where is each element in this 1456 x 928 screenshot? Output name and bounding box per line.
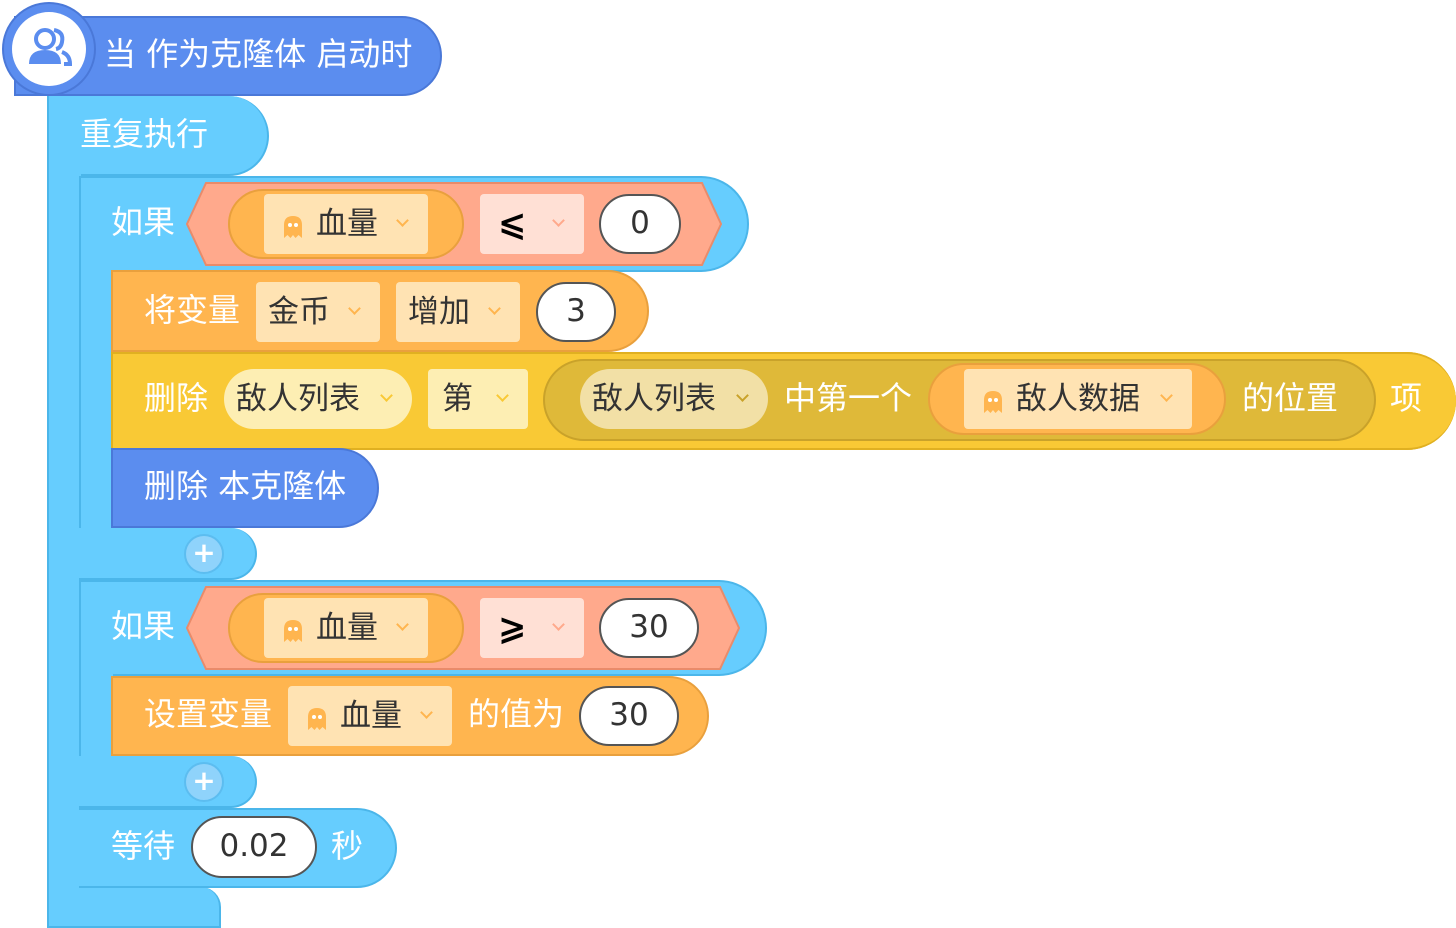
position-text-label: 的位置 xyxy=(1242,379,1339,417)
if-foot-1 xyxy=(79,528,257,580)
chevron-down-icon xyxy=(1160,389,1173,402)
delete-clone-block[interactable] xyxy=(111,448,379,528)
chevron-down-icon xyxy=(396,618,409,631)
inner-text-label: 中第一个 xyxy=(784,379,913,417)
if-foot-2 xyxy=(79,756,257,808)
if-label-1: 如果 xyxy=(111,203,176,241)
ghost-icon xyxy=(308,708,326,730)
set-variable-mid-label: 的值为 xyxy=(468,695,565,733)
loop-top[interactable] xyxy=(47,96,269,176)
item-suffix-label: 项 xyxy=(1390,379,1423,417)
loop-label: 重复执行 xyxy=(80,115,209,153)
chevron-down-icon xyxy=(348,302,361,315)
user-group-icon xyxy=(12,12,86,86)
if-label-2: 如果 xyxy=(111,607,176,645)
add-block-button-2[interactable]: + xyxy=(184,762,224,802)
list-select[interactable]: 敌人列表 xyxy=(224,369,412,429)
chevron-down-icon xyxy=(552,618,565,631)
wait-seconds-input[interactable]: 0.02 xyxy=(191,816,317,878)
variable-select[interactable]: 金币 xyxy=(256,282,380,342)
change-mode-select[interactable]: 增加 xyxy=(396,282,520,342)
chevron-down-icon xyxy=(736,389,749,402)
wait-unit-label: 秒 xyxy=(331,827,364,865)
set-variable-label: 设置变量 xyxy=(144,695,273,733)
compare-value-input-1[interactable]: 0 xyxy=(599,194,681,254)
set-value-input[interactable]: 30 xyxy=(579,686,679,746)
chevron-down-icon xyxy=(380,389,393,402)
operator-dropdown-1[interactable]: ⩽ xyxy=(480,194,584,254)
variable-name: 血量 xyxy=(316,206,378,242)
chevron-down-icon xyxy=(420,706,433,719)
inner-list-value: 敌人列表 xyxy=(592,381,716,417)
ghost-icon xyxy=(284,216,302,238)
ghost-icon xyxy=(284,620,302,642)
variable-dropdown-2[interactable]: 血量 xyxy=(264,598,428,658)
delete-label: 删除 xyxy=(144,379,209,417)
chevron-down-icon xyxy=(552,214,565,227)
loop-arm xyxy=(47,170,81,928)
index-mode-value: 第 xyxy=(442,381,473,417)
change-amount-input[interactable]: 3 xyxy=(536,282,616,342)
operator-symbol: ⩽ xyxy=(498,204,527,244)
item-variable-dropdown[interactable]: 敌人数据 xyxy=(964,369,1192,429)
variable-select-value: 金币 xyxy=(268,294,330,330)
chevron-down-icon xyxy=(488,302,501,315)
change-variable-label: 将变量 xyxy=(144,291,241,329)
chevron-down-icon xyxy=(496,389,509,402)
index-mode-select[interactable]: 第 xyxy=(428,369,528,429)
ghost-icon xyxy=(984,391,1002,413)
inner-list-select[interactable]: 敌人列表 xyxy=(580,369,768,429)
compare-value-input-2[interactable]: 30 xyxy=(599,598,699,658)
set-variable-dropdown[interactable]: 血量 xyxy=(288,686,452,746)
operator-symbol: ⩾ xyxy=(498,608,527,648)
variable-name: 血量 xyxy=(316,610,378,646)
loop-bottom xyxy=(47,887,221,928)
item-variable-name: 敌人数据 xyxy=(1016,381,1140,417)
hat-label: 当 作为克隆体 启动时 xyxy=(104,35,413,73)
set-variable-name: 血量 xyxy=(340,698,402,734)
delete-clone-label: 删除 本克隆体 xyxy=(144,467,347,505)
chevron-down-icon xyxy=(396,214,409,227)
variable-dropdown-1[interactable]: 血量 xyxy=(264,194,428,254)
wait-label: 等待 xyxy=(111,827,176,865)
list-select-value: 敌人列表 xyxy=(236,381,360,417)
change-mode-value: 增加 xyxy=(408,294,470,330)
operator-dropdown-2[interactable]: ⩾ xyxy=(480,598,584,658)
add-block-button-1[interactable]: + xyxy=(184,534,224,574)
